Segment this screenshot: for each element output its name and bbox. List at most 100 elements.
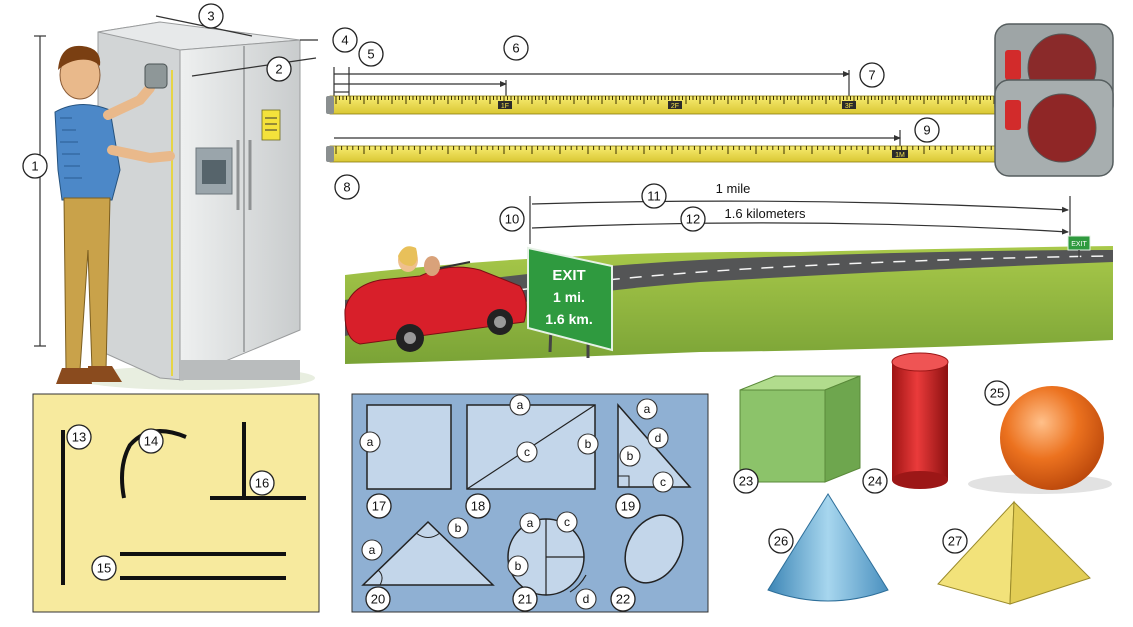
callout-3: 3 [198,3,224,29]
callout-12: 12 [680,206,706,232]
svg-text:a: a [527,516,534,530]
callout-15: 15 [91,555,117,581]
exit-sign-line1: EXIT [552,267,585,284]
svg-text:12: 12 [686,212,700,227]
callout-22: 22 [610,586,636,612]
svg-text:27: 27 [948,534,962,549]
marker-3f: 3F [845,103,853,110]
l20-a: a [361,539,383,561]
mile-label: 1 mile [716,181,751,196]
svg-text:b: b [455,521,462,535]
svg-text:d: d [583,592,590,606]
far-exit-sign-label: EXIT [1071,241,1087,248]
svg-text:b: b [515,559,522,573]
man-shoe-right [88,366,122,382]
callout-16: 16 [249,470,275,496]
svg-text:25: 25 [990,386,1004,401]
l21-b: b [507,555,529,577]
callout-25: 25 [984,380,1010,406]
callout-11: 11 [641,183,667,209]
square [366,404,452,490]
callout-17: 17 [366,493,392,519]
number-callouts: 1 2 3 4 5 6 7 8 9 10 11 12 13 14 15 16 1… [22,3,1010,612]
svg-text:21: 21 [518,592,532,607]
svg-text:15: 15 [97,561,111,576]
callout-5: 5 [358,41,384,67]
oval [624,514,684,584]
l18-b: b [577,433,599,455]
svg-text:26: 26 [774,534,788,549]
callout-6: 6 [503,35,529,61]
exit-sign: EXIT 1 mi. 1.6 km. [527,246,613,358]
callout-26: 26 [768,528,794,554]
callout-2: 2 [266,56,292,82]
callout-27: 27 [942,528,968,554]
svg-text:c: c [524,445,530,459]
road-scene: 1 mile 1.6 kilometers EXIT 1 mi. 1.6 km.… [344,181,1113,364]
fridge-front [179,39,301,381]
svg-text:22: 22 [616,592,630,607]
energy-label [261,109,281,141]
tape-case-bottom [994,79,1114,177]
svg-text:14: 14 [144,434,158,449]
callout-7: 7 [859,62,885,88]
curved-line [120,429,187,499]
svg-text:19: 19 [621,499,635,514]
letter-callouts: a a b c a d b c a b a c b d [359,394,674,610]
svg-text:3: 3 [207,9,214,24]
triangle [361,520,495,586]
callout-20: 20 [365,586,391,612]
callout-10: 10 [499,206,525,232]
svg-text:1: 1 [31,159,38,174]
callout-13: 13 [66,424,92,450]
callout-23: 23 [733,468,759,494]
tape-measure-held [144,63,168,89]
callout-4: 4 [332,27,358,53]
callout-24: 24 [862,468,888,494]
far-exit-sign: EXIT [1067,235,1091,258]
svg-text:13: 13 [72,430,86,445]
shapes-panel [351,393,709,613]
svg-text:11: 11 [647,189,661,204]
svg-text:a: a [644,402,651,416]
man-shoe-left [56,368,92,384]
svg-text:17: 17 [372,499,386,514]
tape-hook-bottom [326,146,334,162]
l18-c: c [516,441,538,463]
svg-text:6: 6 [512,41,519,56]
pyramid [937,500,1091,605]
man-pants [63,197,111,371]
cone [767,493,889,602]
fridge-side [97,21,184,381]
svg-text:b: b [627,449,634,463]
man-hair [58,45,101,70]
road-centerline [389,255,1111,311]
fridge-grille [180,360,300,380]
mile-line [531,200,1069,213]
svg-text:20: 20 [371,592,385,607]
callout-9: 9 [914,117,940,143]
svg-text:8: 8 [343,180,350,195]
km-line [531,222,1069,235]
svg-text:24: 24 [868,474,882,489]
l20-b: b [447,517,469,539]
l19-b: b [619,445,641,467]
l21-d: d [575,588,597,610]
l21-c: c [556,511,578,533]
solid-shapes [739,352,1112,605]
exit-sign-line2: 1 mi. [553,289,585,305]
marker-1m: 1M [895,152,905,159]
man-measuring [54,45,175,384]
l19-c: c [652,471,674,493]
tape-hook-top [326,96,334,114]
callout-18: 18 [465,493,491,519]
svg-text:2: 2 [275,62,282,77]
l18-a: a [509,394,531,416]
svg-text:a: a [517,398,524,412]
marker-1f: 1F [501,103,509,110]
tape-measures: 1F 2F 3F 1M [326,23,1114,177]
svg-text:9: 9 [923,123,930,138]
l19-d: d [647,427,669,449]
km-label: 1.6 kilometers [725,206,806,221]
